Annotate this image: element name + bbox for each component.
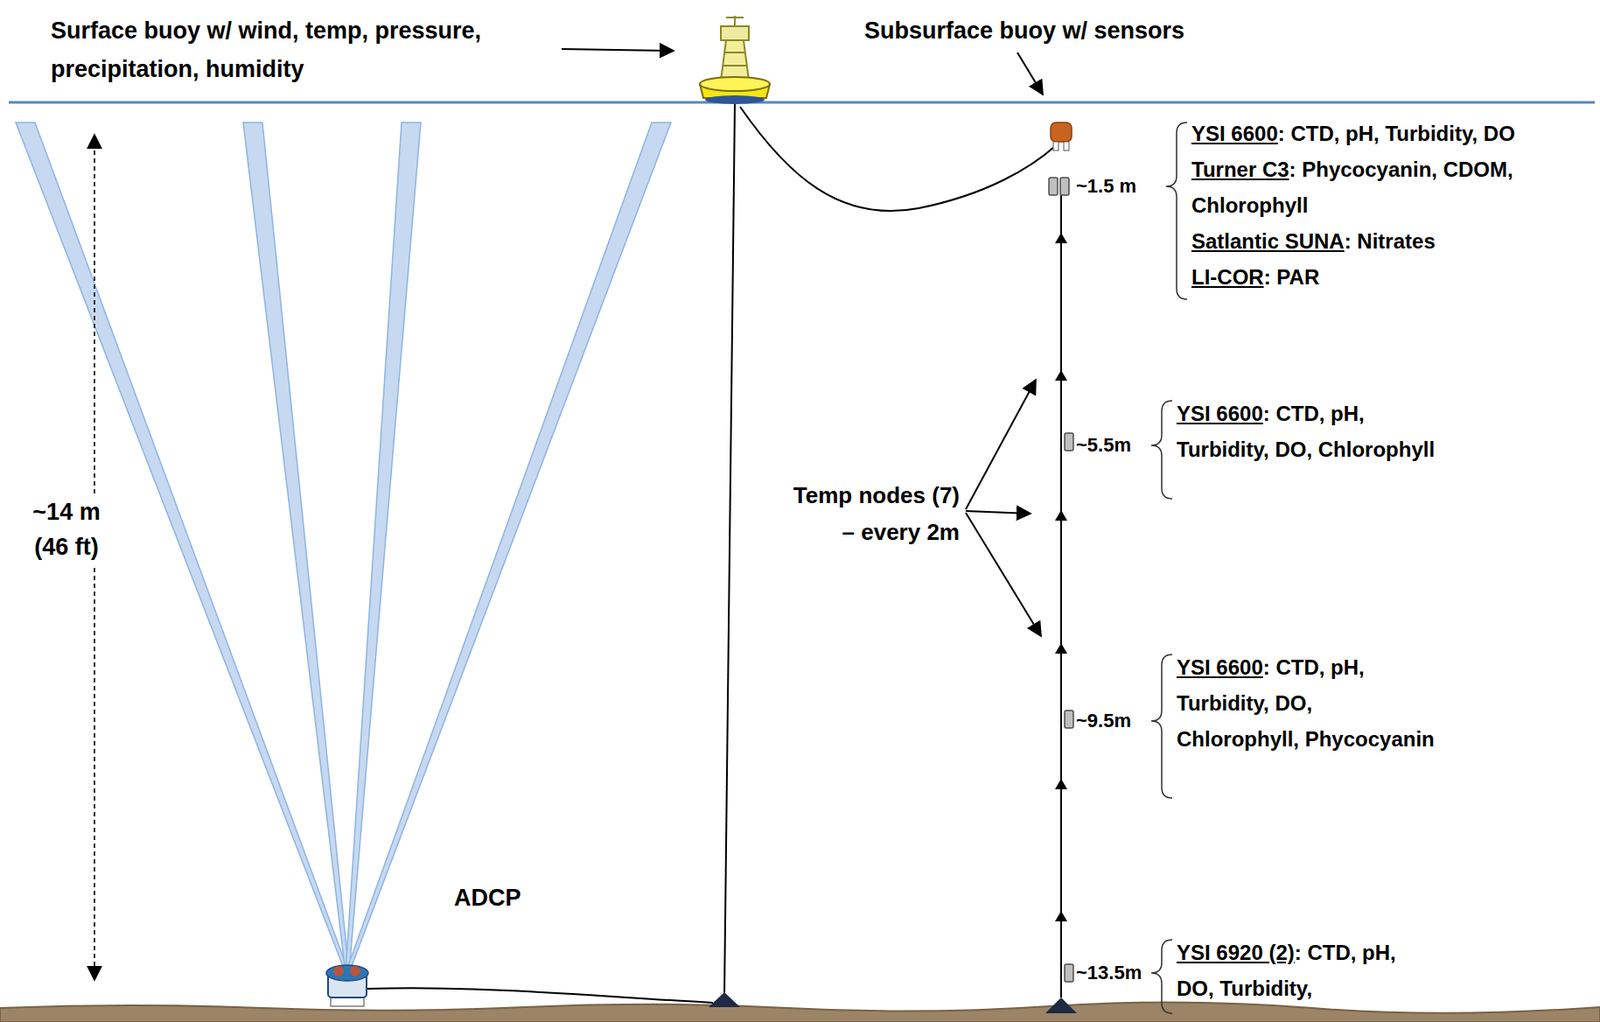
sensor-string	[1060, 194, 1063, 998]
depth-label: ~9.5m	[1075, 709, 1132, 733]
adcp-cable	[367, 987, 713, 1003]
leader-arrow	[561, 48, 1043, 636]
depth-label: ~13.5m	[1075, 961, 1142, 985]
temp-node	[1055, 778, 1068, 790]
temp-node	[1055, 370, 1068, 381]
measured-parameters: : PAR	[1264, 265, 1321, 289]
instrument-name: YSI 6920 (2)	[1176, 940, 1295, 965]
measured-parameters: : CTD, pH, Turbidity, DO	[1278, 121, 1516, 146]
instrument-name: YSI 6600	[1176, 655, 1264, 679]
sensor-packages	[1048, 177, 1074, 982]
sensor-list: YSI 6920 (2): CTD, pH, DO, Turbidity,	[1176, 934, 1431, 1007]
anchor	[708, 992, 741, 1007]
seabed	[0, 1001, 1600, 1022]
measured-parameters: : Nitrates	[1344, 229, 1436, 253]
instrument-name: YSI 6600	[1176, 401, 1264, 426]
temp-node	[1055, 642, 1068, 654]
sensor-entry: Satlantic SUNA: Nitrates	[1191, 223, 1594, 259]
sensor-entry: YSI 6600: CTD, pH, Turbidity, DO	[1191, 115, 1594, 152]
sensor-list: YSI 6600: CTD, pH, Turbidity, DO, Chloro…	[1176, 649, 1440, 757]
instrument-name: Turner C3	[1191, 157, 1290, 182]
depth-label: ~1.5 m	[1075, 174, 1137, 198]
acoustic-beam	[345, 122, 421, 973]
instrument-name: Satlantic SUNA	[1191, 229, 1345, 253]
surface-buoy-label: Surface buoy w/ wind, temp, pressure, pr…	[50, 11, 524, 89]
adcp-label: ADCP	[454, 881, 522, 914]
mooring-line	[724, 103, 735, 998]
temp-nodes-label: Temp nodes (7) – every 2m	[780, 476, 960, 551]
water-surface	[8, 101, 1595, 105]
temp-nodes	[1055, 232, 1068, 922]
bracket	[1151, 122, 1188, 1014]
sensor-list: YSI 6600: CTD, pH, Turbidity, DO, Chloro…	[1176, 395, 1440, 468]
anchor	[1045, 997, 1077, 1014]
sensor-list: YSI 6600: CTD, pH, Turbidity, DOTurner C…	[1191, 115, 1594, 295]
data-cable	[740, 106, 1055, 211]
depth-dimension-label: ~14 m (46 ft)	[13, 494, 119, 565]
sensor-entry: YSI 6600: CTD, pH, Turbidity, DO, Chloro…	[1176, 649, 1440, 757]
surface-buoy	[699, 15, 770, 105]
adcp-instrument	[326, 964, 369, 1007]
depth-label: ~5.5m	[1075, 433, 1132, 457]
acoustic-beam	[345, 122, 671, 973]
instrument-name: YSI 6600	[1191, 121, 1279, 146]
instrument-name: LI-COR	[1191, 265, 1265, 289]
temp-node	[1055, 232, 1068, 244]
temp-node	[1055, 510, 1068, 521]
temp-node	[1055, 910, 1068, 922]
sensor-entry: LI-COR: PAR	[1191, 258, 1594, 295]
subsurface-buoy-label: Subsurface buoy w/ sensors	[864, 11, 1185, 50]
subsurface-buoy	[1050, 122, 1072, 151]
sensor-entry: YSI 6600: CTD, pH, Turbidity, DO, Chloro…	[1176, 395, 1440, 468]
sensor-entry: YSI 6920 (2): CTD, pH, DO, Turbidity,	[1176, 934, 1431, 1007]
acoustic-beam	[243, 122, 350, 973]
sensor-entry: Turner C3: Phycocyanin, CDOM, Chlorophyl…	[1191, 151, 1594, 224]
